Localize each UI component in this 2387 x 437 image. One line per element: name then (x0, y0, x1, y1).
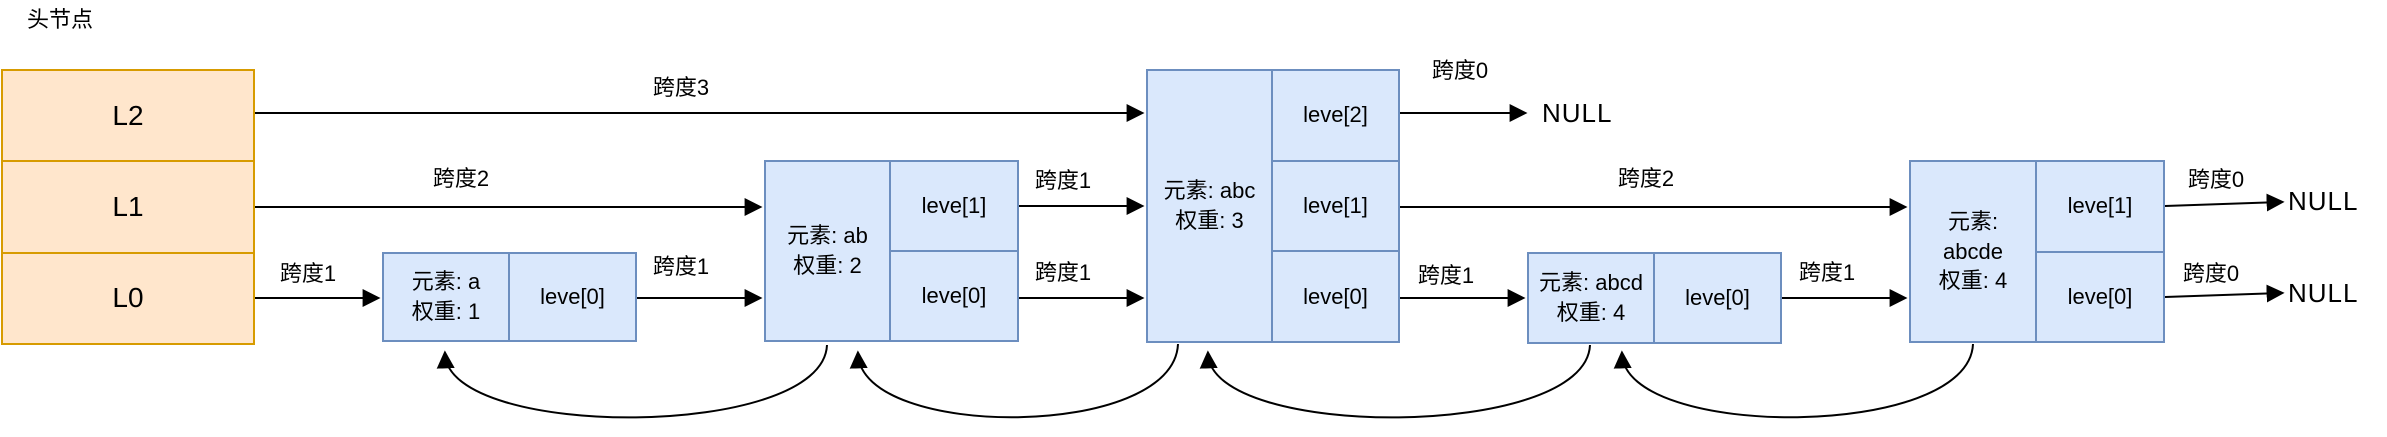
node-abc-level-2: leve[2] (1273, 71, 1398, 162)
null-label-abc-l2: NULL (1542, 98, 1613, 128)
arrow-abcde-l1-to-null (2164, 193, 2285, 212)
node-abc-main-cell: 元素: abc 权重: 3 (1148, 71, 1273, 341)
span-label-head-l0: 跨度1 (279, 261, 337, 286)
backward-arrow-abcd-to-abc (1199, 344, 1591, 419)
span-label-abc-l0: 跨度1 (1417, 263, 1475, 288)
backward-arrow-abcde-to-abcd (1613, 343, 1974, 419)
span-label-head-l2: 跨度3 (652, 75, 710, 100)
node-abcde-element: 元素: (1947, 208, 1999, 234)
node-abc-level-0: leve[0] (1303, 283, 1368, 309)
node-abc-level-1: leve[1] (1273, 162, 1398, 253)
head-level-l2: L2 (3, 71, 253, 163)
node-ab-level-0: leve[0] (921, 283, 987, 308)
backward-arrow-abc-to-ab (849, 343, 1179, 419)
span-label-ab-l1: 跨度1 (1034, 168, 1092, 193)
node-abcde-element-value: abcde (1943, 238, 2003, 264)
span-label-a-l0: 跨度1 (652, 254, 710, 279)
span-label-head-l1: 跨度2 (432, 166, 490, 191)
node-abcd-element: 元素: abcd (1539, 270, 1643, 296)
span-label-abcd-l0: 跨度1 (1798, 260, 1856, 285)
backward-arrow-ab-to-a (436, 344, 828, 419)
node-abcde: 元素: abcde 权重: 4 leve[1] leve[0] (1909, 160, 2165, 343)
diagram-title: 头节点 (27, 7, 94, 32)
node-abcd-level-0: leve[0] (1685, 285, 1750, 310)
head-node-box: L2 L1 L0 (1, 69, 255, 345)
node-abcde-level-0: leve[0] (2067, 283, 2133, 309)
node-a-element: 元素: a (411, 269, 481, 295)
null-label-abcde-l1: NULL (2288, 186, 2359, 216)
node-abcd-weight: 权重: 4 (1556, 300, 1626, 325)
node-abcd: 元素: abcd 权重: 4 leve[0] (1527, 252, 1782, 344)
span-label-abcde-l0: 跨度0 (2182, 261, 2240, 286)
arrow-abcde-l0-to-null (2164, 284, 2285, 303)
node-a-main-cell: 元素: a 权重: 1 (384, 254, 510, 340)
null-label-abcde-l0: NULL (2288, 278, 2359, 308)
node-ab: 元素: ab 权重: 2 leve[1] leve[0] (764, 160, 1019, 342)
node-ab-main-cell: 元素: ab 权重: 2 (766, 162, 891, 340)
node-abc-element: 元素: abc (1163, 178, 1256, 204)
node-abc: 元素: abc 权重: 3 leve[2] leve[1] leve[0] (1146, 69, 1400, 343)
node-abcde-main-cell: 元素: abcde 权重: 4 (1911, 162, 2037, 341)
node-ab-level-1: leve[1] (891, 162, 1017, 252)
head-level-l1: L1 (3, 162, 253, 254)
span-label-abcde-l1: 跨度0 (2187, 167, 2245, 192)
span-label-abc-l1: 跨度2 (1617, 166, 1675, 191)
node-abc-weight: 权重: 3 (1175, 208, 1244, 233)
node-a: 元素: a 权重: 1 leve[0] (382, 252, 637, 342)
span-label-ab-l0: 跨度1 (1034, 260, 1092, 285)
node-ab-weight: 权重: 2 (793, 253, 862, 278)
node-a-weight: 权重: 1 (411, 299, 481, 324)
node-ab-element: 元素: ab (787, 223, 868, 249)
node-abcde-weight: 权重: 4 (1938, 268, 2008, 294)
node-abcd-main-cell: 元素: abcd 权重: 4 (1529, 254, 1655, 342)
span-label-abc-l2: 跨度0 (1431, 58, 1489, 83)
node-a-level-0: leve[0] (540, 284, 605, 309)
head-level-l0: L0 (112, 282, 144, 314)
node-abcde-level-1: leve[1] (2037, 162, 2163, 253)
